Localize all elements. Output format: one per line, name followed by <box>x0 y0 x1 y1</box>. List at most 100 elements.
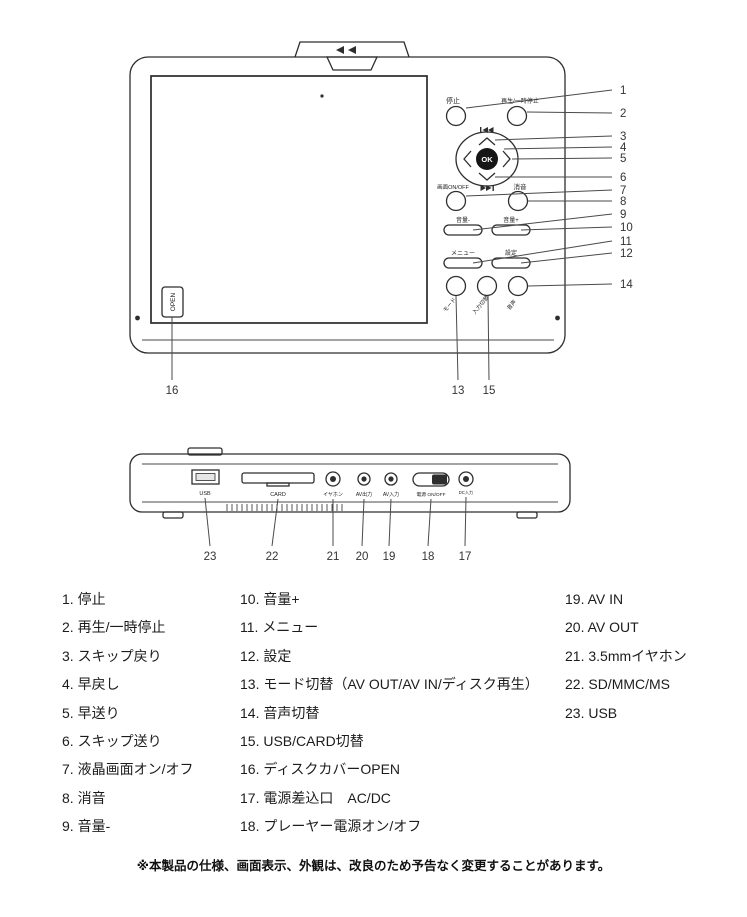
callout-number-20: 20 <box>356 551 369 563</box>
vent-slots <box>226 504 343 511</box>
legend-item-9: 9. 音量- <box>62 818 111 835</box>
card-label: CARD <box>270 492 286 498</box>
setup-label: 設定 <box>505 249 517 257</box>
callout-number-19: 19 <box>383 551 396 563</box>
left-foot <box>162 511 184 519</box>
legend-item-17: 17. 電源差込口 AC/DC <box>240 789 391 806</box>
usb-port-inner <box>195 473 216 481</box>
callout-line-15 <box>487 295 490 381</box>
callout-line-9 <box>472 213 613 231</box>
right-screw-dot <box>555 315 560 321</box>
legend: 1. 停止 2. 再生/一時停止 3. スキップ戻り 4. 早戻し 5. 早送り… <box>0 585 747 847</box>
screen-onoff-button <box>445 190 467 212</box>
callout-line-10 <box>520 226 613 231</box>
callout-line-20 <box>361 498 365 547</box>
legend-item-12: 12. 設定 <box>240 647 292 664</box>
legend-item-1: 1. 停止 <box>62 591 106 607</box>
callout-line-23 <box>204 497 211 547</box>
callout-line-2 <box>526 111 613 114</box>
legend-item-15: 15. USB/CARD切替 <box>240 732 364 749</box>
callout-line-11 <box>472 240 613 264</box>
legend-item-6: 6. スキップ送り <box>62 732 162 749</box>
callout-line-1 <box>465 89 613 109</box>
card-slot <box>241 472 315 484</box>
side-callout-lines <box>204 496 467 547</box>
side-body <box>129 453 571 513</box>
audio-label: 音声 <box>505 298 519 312</box>
callout-line-13 <box>455 295 459 381</box>
menu-label: メニュー <box>451 250 475 257</box>
usb-port <box>191 469 220 485</box>
callout-lines <box>171 89 613 381</box>
mode-label: モード <box>442 296 458 313</box>
mute-label: 消音 <box>514 182 528 191</box>
legend-item-14: 14. 音声切替 <box>240 704 320 721</box>
av-in-jack <box>384 472 398 486</box>
callout-number-4: 4 <box>620 142 627 154</box>
callout-line-4 <box>503 146 613 150</box>
callout-number-18: 18 <box>422 551 435 563</box>
callout-number-14: 14 <box>620 279 633 291</box>
legend-column-2: 10. 音量+ 11. メニュー 12. 設定 13. モード切替（AV OUT… <box>240 585 539 841</box>
right-foot <box>516 511 538 519</box>
callout-number-22: 22 <box>266 551 279 563</box>
legend-item-16: 16. ディスクカバーOPEN <box>240 761 401 778</box>
skip-back-icon <box>480 127 494 133</box>
av-in-jack-hole <box>388 476 394 482</box>
power-label: 電源 ON/OFF <box>416 491 445 498</box>
legend-column-1: 1. 停止 2. 再生/一時停止 3. スキップ戻り 4. 早戻し 5. 早送り… <box>62 585 193 841</box>
callout-line-7 <box>465 189 613 197</box>
legend-item-5: 5. 早送り <box>62 704 120 721</box>
av-out-jack-hole <box>361 476 367 482</box>
usb-label: USB <box>199 491 211 497</box>
av-out-label: AV出力 <box>356 491 372 498</box>
callout-line-17 <box>464 496 467 547</box>
front-view-diagram: OPEN 停止 再生/一時停止 OK 画面ON/OFF 消音 音量- 音 <box>129 41 633 397</box>
disc-cover-latch <box>294 41 410 58</box>
legend-item-7: 7. 液晶画面オン/オフ <box>62 761 194 778</box>
usb-bump <box>187 447 223 456</box>
dc-jack-hole <box>463 476 469 482</box>
play-pause-button <box>506 105 528 127</box>
nav-right-icon <box>502 150 511 168</box>
power-switch-knob <box>432 474 447 485</box>
callout-number-21: 21 <box>327 551 340 563</box>
power-switch <box>412 472 450 487</box>
ok-button <box>476 148 498 170</box>
callout-line-12 <box>520 252 613 264</box>
left-screw-dot <box>135 315 140 321</box>
callout-number-9: 9 <box>620 209 626 221</box>
nav-left-icon <box>463 150 472 168</box>
legend-item-13: 13. モード切替（AV OUT/AV IN/ディスク再生） <box>240 676 539 693</box>
legend-item-2: 2. 再生/一時停止 <box>62 619 166 636</box>
latch-arrow-icon-1 <box>336 46 344 54</box>
menu-button <box>443 257 483 269</box>
setup-button <box>491 257 531 269</box>
dc-jack <box>458 471 474 487</box>
callout-line-5 <box>511 157 613 160</box>
open-label: OPEN <box>170 292 177 311</box>
callout-number-17: 17 <box>459 551 472 563</box>
callout-number-5: 5 <box>620 153 626 165</box>
legend-item-3: 3. スキップ戻り <box>62 647 162 664</box>
latch-inner <box>325 56 379 71</box>
device-body <box>129 56 566 354</box>
legend-item-23: 23. USB <box>565 704 618 721</box>
vol-minus-button <box>443 224 483 236</box>
latch-arrow-icon-2 <box>348 46 356 54</box>
side-view-diagram: USB CARD イヤホン AV出力 AV入力 電源 ON/OFF DC入力 <box>129 447 571 563</box>
mute-button <box>507 190 529 212</box>
nav-up-icon <box>478 137 496 146</box>
callout-number-2: 2 <box>620 108 626 120</box>
av-out-jack <box>357 472 371 486</box>
legend-item-22: 22. SD/MMC/MS <box>565 676 671 693</box>
callout-number-6: 6 <box>620 172 626 184</box>
callout-number-16: 16 <box>166 385 179 397</box>
callout-number-13: 13 <box>452 385 465 397</box>
callout-line-22 <box>271 498 279 547</box>
ok-label: OK <box>481 155 493 164</box>
earphone-jack <box>325 471 341 487</box>
earphone-label: イヤホン <box>323 492 343 498</box>
legend-column-3: 19. AV IN 20. AV OUT 21. 3.5mmイヤホン 22. S… <box>565 585 687 727</box>
